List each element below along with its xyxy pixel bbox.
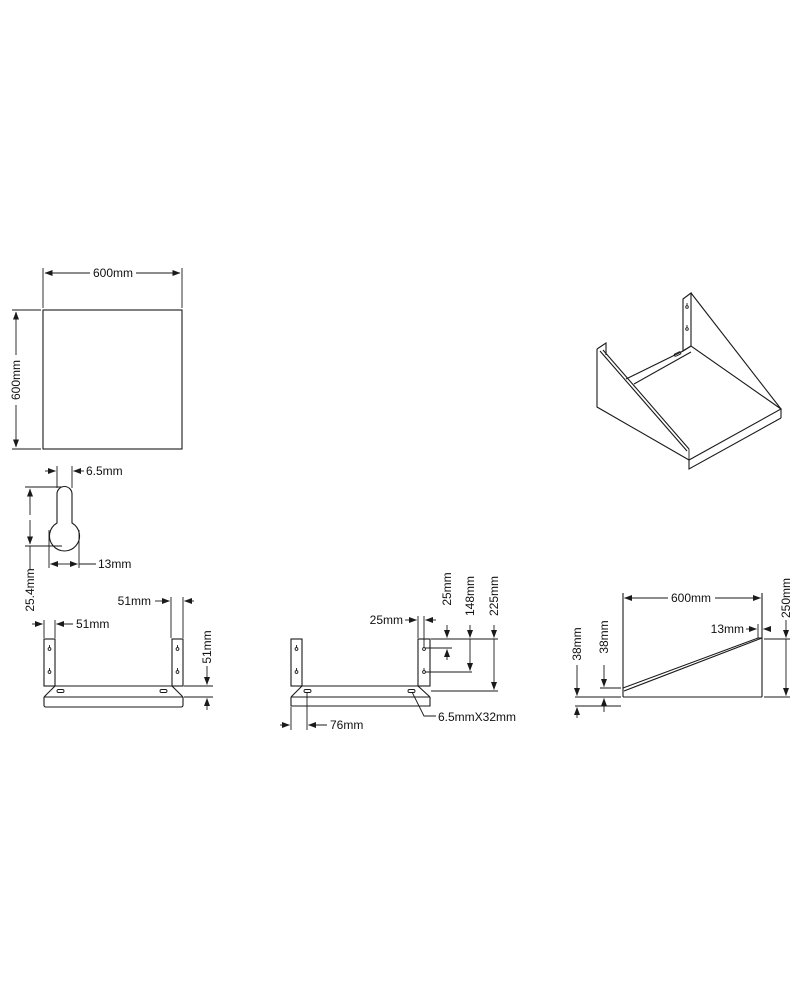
rear-hole1-offset-label: 25mm — [440, 572, 454, 605]
rear-total-height-label: 225mm — [487, 576, 501, 616]
front-left-upright-width-label: 51mm — [76, 617, 109, 631]
side-view: 600mm 13mm 250mm 38mm 38mm — [570, 578, 793, 718]
keyhole-shape — [48, 486, 81, 552]
front-right-upright-width-label: 51mm — [118, 594, 151, 608]
right-upright — [171, 638, 184, 687]
rear-view: 25mm 25mm 148mm 225mm 76mm 6.5mmX32mm — [280, 572, 516, 732]
slot-right — [159, 689, 168, 693]
isometric-view — [596, 291, 783, 470]
side-front-lip-label-b: 38mm — [597, 620, 611, 653]
side-front-lip-label-a: 38mm — [570, 627, 584, 660]
rear-slot-size-label: 6.5mmX32mm — [438, 710, 516, 724]
rear-hole2-offset-label: 148mm — [463, 576, 477, 616]
front-view: 51mm 51mm 51mm — [32, 594, 214, 710]
shelf-top-outline — [42, 309, 183, 450]
slot-left — [56, 689, 65, 693]
keyhole-detail: 6.5mm 25.4mm 13mm — [23, 464, 131, 612]
side-depth-label: 600mm — [671, 591, 711, 605]
rear-slot-right — [407, 689, 416, 693]
front-shelf-thickness-label: 51mm — [200, 630, 214, 663]
rear-left-upright — [290, 638, 303, 687]
top-view: 600mm 600mm — [9, 266, 183, 450]
keyhole-head-diameter-label: 13mm — [98, 557, 131, 571]
top-width-label: 600mm — [93, 266, 133, 280]
side-height-label: 250mm — [779, 578, 793, 618]
keyhole-slot-width-label: 6.5mm — [86, 464, 123, 478]
rear-edge-offset-label: 25mm — [370, 613, 403, 627]
rear-slot-left — [303, 689, 312, 693]
rear-slot-offset-label: 76mm — [330, 718, 363, 732]
keyhole-length-label: 25.4mm — [23, 568, 37, 611]
left-upright — [43, 638, 56, 687]
top-depth-label: 600mm — [9, 360, 23, 400]
side-top-lip-label: 13mm — [711, 622, 744, 636]
